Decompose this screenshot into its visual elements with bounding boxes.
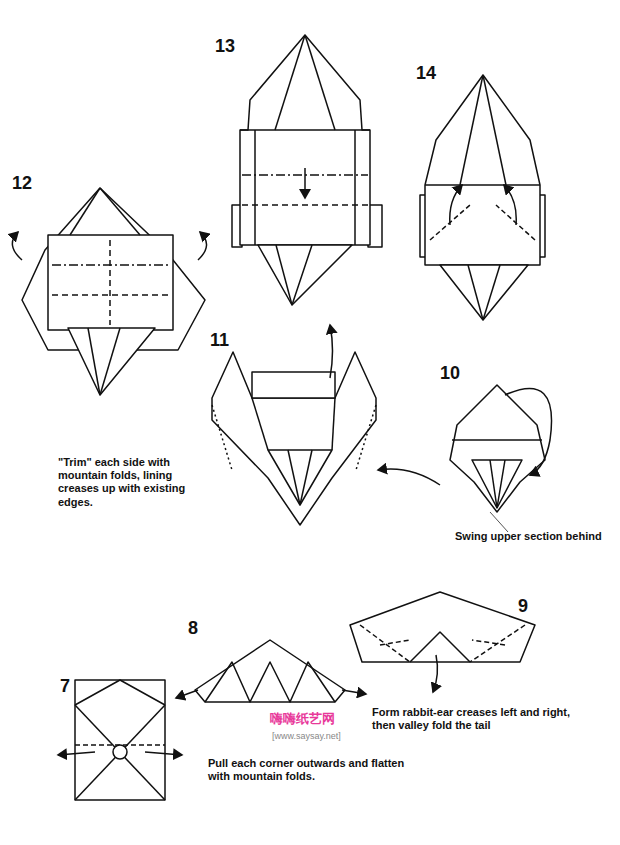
instruction-note: "Trim" each side with mountain folds, li…	[58, 456, 208, 509]
watermark: 嗨嗨纸艺网	[268, 711, 337, 727]
step-number: 10	[440, 363, 460, 385]
step-number: 9	[518, 596, 528, 618]
instruction-note: Form rabbit-ear creases left and right, …	[372, 706, 577, 732]
step-number: 14	[416, 63, 436, 85]
watermark: [www.saysay.net]	[270, 731, 343, 742]
step-number: 12	[12, 173, 32, 195]
step-number: 7	[60, 676, 70, 698]
step-number: 11	[210, 330, 229, 352]
instruction-note: Pull each corner outwards and flatten wi…	[208, 757, 408, 783]
step-number: 13	[215, 36, 235, 58]
instruction-note: Swing upper section behind	[455, 530, 602, 543]
step-number: 8	[188, 618, 198, 640]
